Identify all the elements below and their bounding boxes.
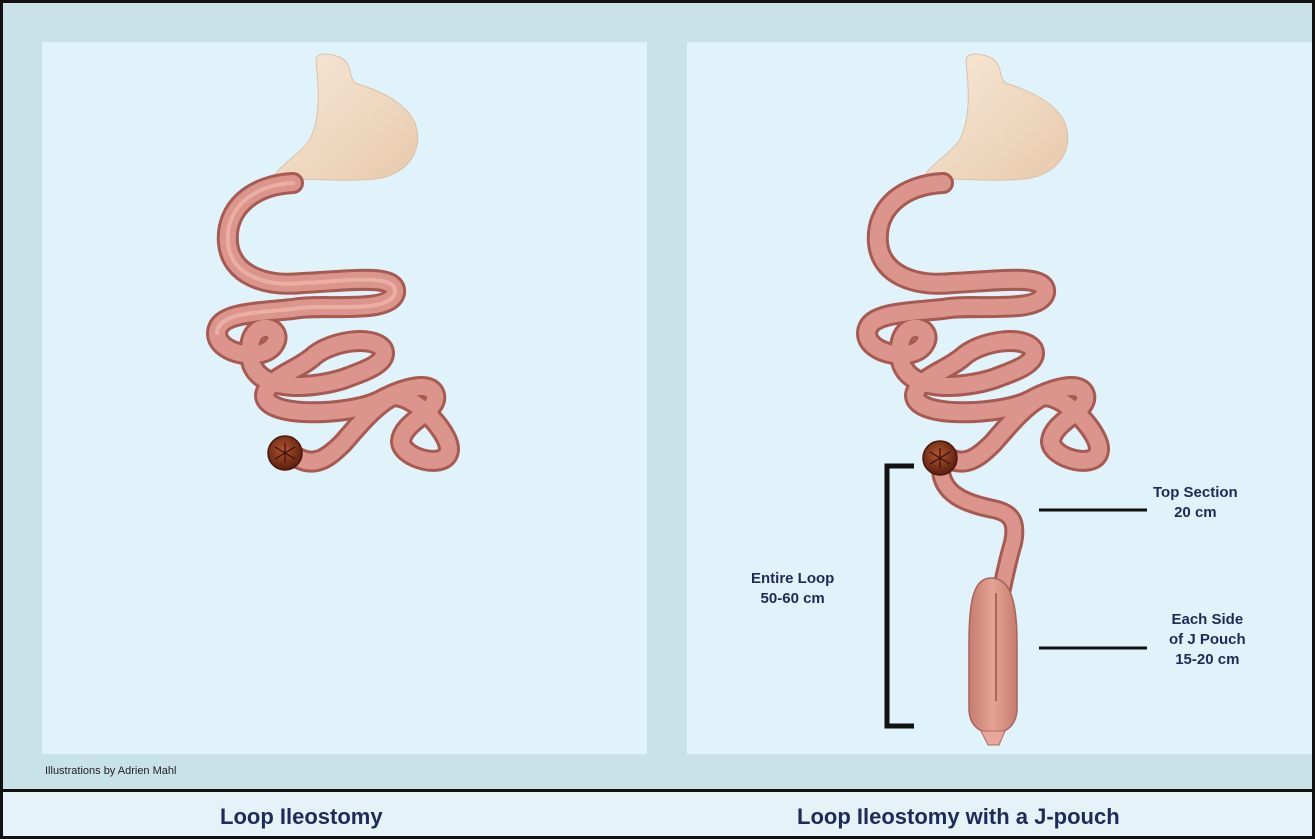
- right-anatomy: [867, 54, 1099, 745]
- entire-loop-bracket: [887, 466, 914, 726]
- left-anatomy: [217, 54, 449, 470]
- illustration-credit: Illustrations by Adrien Mahl: [45, 765, 176, 777]
- caption-bar: Loop Ileostomy Loop Ileostomy with a J-p…: [3, 789, 1312, 839]
- anatomy-illustrations: [3, 3, 1312, 836]
- stomach-left: [274, 54, 418, 183]
- caption-loop-ileostomy-j-pouch: Loop Ileostomy with a J-pouch: [797, 804, 1120, 830]
- each-side-label: Each Side of J Pouch 15-20 cm: [1169, 610, 1246, 670]
- entire-loop-label: Entire Loop 50-60 cm: [751, 569, 834, 609]
- stomach-right: [924, 54, 1068, 183]
- caption-loop-ileostomy: Loop Ileostomy: [220, 804, 383, 830]
- top-section-label: Top Section 20 cm: [1153, 483, 1238, 523]
- anal-canal: [981, 731, 1005, 745]
- j-pouch: [969, 578, 1017, 733]
